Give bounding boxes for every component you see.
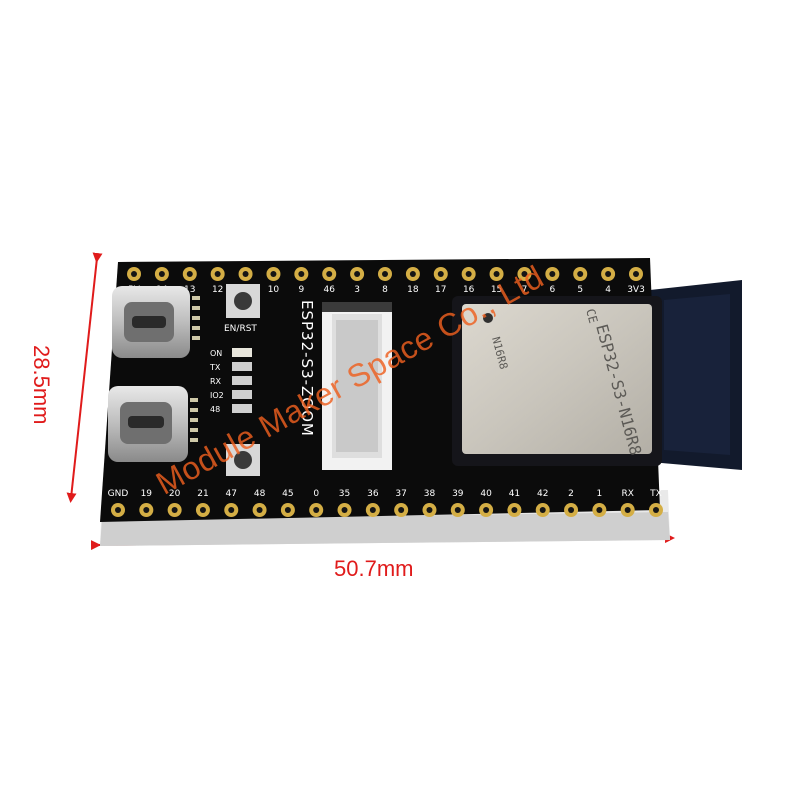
esp32-module: N16R8 ESP32-S3-N16R8 CE xyxy=(452,296,662,466)
width-dimension-label: 50.7mm xyxy=(334,556,414,581)
fpc-camera-connector xyxy=(322,302,392,470)
pin-label: 47 xyxy=(226,489,237,499)
pin-label: 1 xyxy=(597,489,603,499)
led xyxy=(232,362,252,371)
pin-label: 40 xyxy=(480,489,492,499)
reset-button[interactable] xyxy=(226,284,260,318)
pin-label: 3V3 xyxy=(627,285,645,295)
led xyxy=(232,390,252,399)
pin-label: 21 xyxy=(197,489,208,499)
pin-label: 8 xyxy=(382,285,388,295)
pin-label: 10 xyxy=(268,285,280,295)
pin-label: 15 xyxy=(491,285,502,295)
pin-label: 2 xyxy=(568,489,574,499)
pin-label: 4 xyxy=(605,285,611,295)
height-dimension-label: 28.5mm xyxy=(29,345,54,425)
pin-label: 45 xyxy=(282,489,293,499)
pin-label: 46 xyxy=(323,285,335,295)
bottom-pin-holes xyxy=(111,503,663,517)
pin-label: GND xyxy=(108,489,129,499)
led xyxy=(232,348,252,357)
pin-label: 19 xyxy=(141,489,153,499)
pin-label: TX xyxy=(649,489,662,499)
pin-label: 48 xyxy=(254,489,266,499)
pcb-antenna xyxy=(650,280,742,470)
pin-label: 7 xyxy=(522,285,528,295)
usb-c-connector-bottom[interactable] xyxy=(108,386,188,462)
top-pin-holes xyxy=(127,267,643,281)
led xyxy=(232,376,252,385)
pin-label: 42 xyxy=(537,489,548,499)
pin-label: 0 xyxy=(313,489,319,499)
boot-button[interactable] xyxy=(226,444,260,476)
pin-label: 16 xyxy=(463,285,475,295)
pin-label: 38 xyxy=(424,489,436,499)
led-label: RX xyxy=(210,377,222,386)
pin-label: 9 xyxy=(298,285,304,295)
pin-label: 39 xyxy=(452,489,464,499)
pin-label: 6 xyxy=(549,285,555,295)
usb-pins xyxy=(190,296,200,442)
pin-label: 41 xyxy=(509,489,520,499)
pin-label: 17 xyxy=(435,285,446,295)
led-label: IO2 xyxy=(210,391,224,400)
led-label: ON xyxy=(210,349,222,358)
pin-label: 12 xyxy=(212,285,223,295)
pin-label: 35 xyxy=(339,489,350,499)
height-dimension-arrow xyxy=(66,252,103,503)
led xyxy=(232,404,252,413)
led-label: TX xyxy=(209,363,221,372)
pin-label: 5 xyxy=(577,285,583,295)
pin-label: 20 xyxy=(169,489,181,499)
pin-label: 18 xyxy=(407,285,419,295)
pin-label: 36 xyxy=(367,489,379,499)
silk-title: ESP32-S3-ZOOM xyxy=(298,300,316,437)
reset-label: EN/RST xyxy=(224,324,257,334)
pin-label: 37 xyxy=(395,489,406,499)
usb-c-connector-top[interactable] xyxy=(112,286,190,358)
led-label: 48 xyxy=(210,405,220,414)
status-leds: ON TX RX IO2 48 xyxy=(209,348,252,414)
pin-label: 3 xyxy=(354,285,360,295)
module-cert: CE xyxy=(583,307,600,325)
pin-label: RX xyxy=(621,489,633,499)
pin-label: 13 xyxy=(184,285,195,295)
